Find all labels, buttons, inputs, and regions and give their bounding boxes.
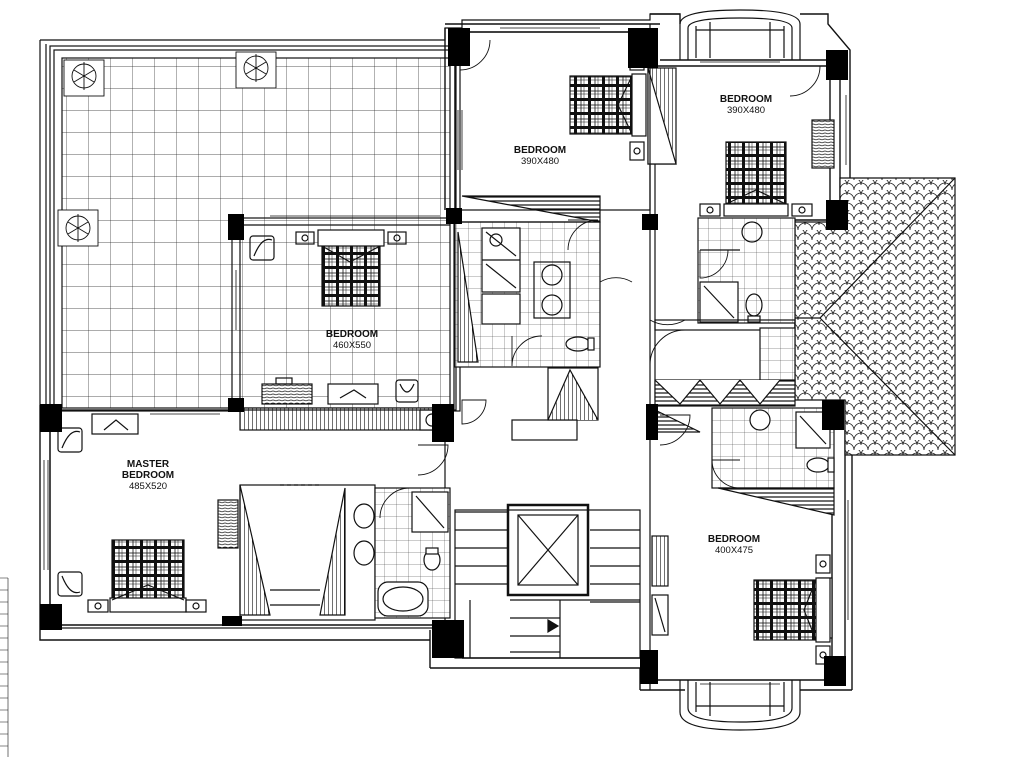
room-label-master-bedroom: MASTER BEDROOM 485X520 xyxy=(121,459,175,492)
bed-icon xyxy=(87,51,831,665)
window xyxy=(43,27,853,685)
chair-icon xyxy=(57,235,419,597)
terrace xyxy=(39,13,680,412)
desk-icon xyxy=(91,119,835,549)
room-label-bedroom-460x550: BEDROOM 460X550 xyxy=(325,329,379,351)
room-label-bedroom-top-right: BEDROOM 390X480 xyxy=(719,94,773,116)
edge-hatch xyxy=(0,577,9,757)
room-label-bedroom-top-center: BEDROOM 390X480 xyxy=(513,145,567,167)
balcony-top xyxy=(679,9,801,60)
room-label-bedroom-bottom-right: BEDROOM 400X475 xyxy=(707,534,761,556)
column xyxy=(40,28,848,686)
interior-walls xyxy=(49,24,835,690)
balcony-bottom xyxy=(679,680,801,731)
planter-icon xyxy=(57,51,277,247)
roof xyxy=(794,177,956,456)
door-swing xyxy=(379,39,821,519)
